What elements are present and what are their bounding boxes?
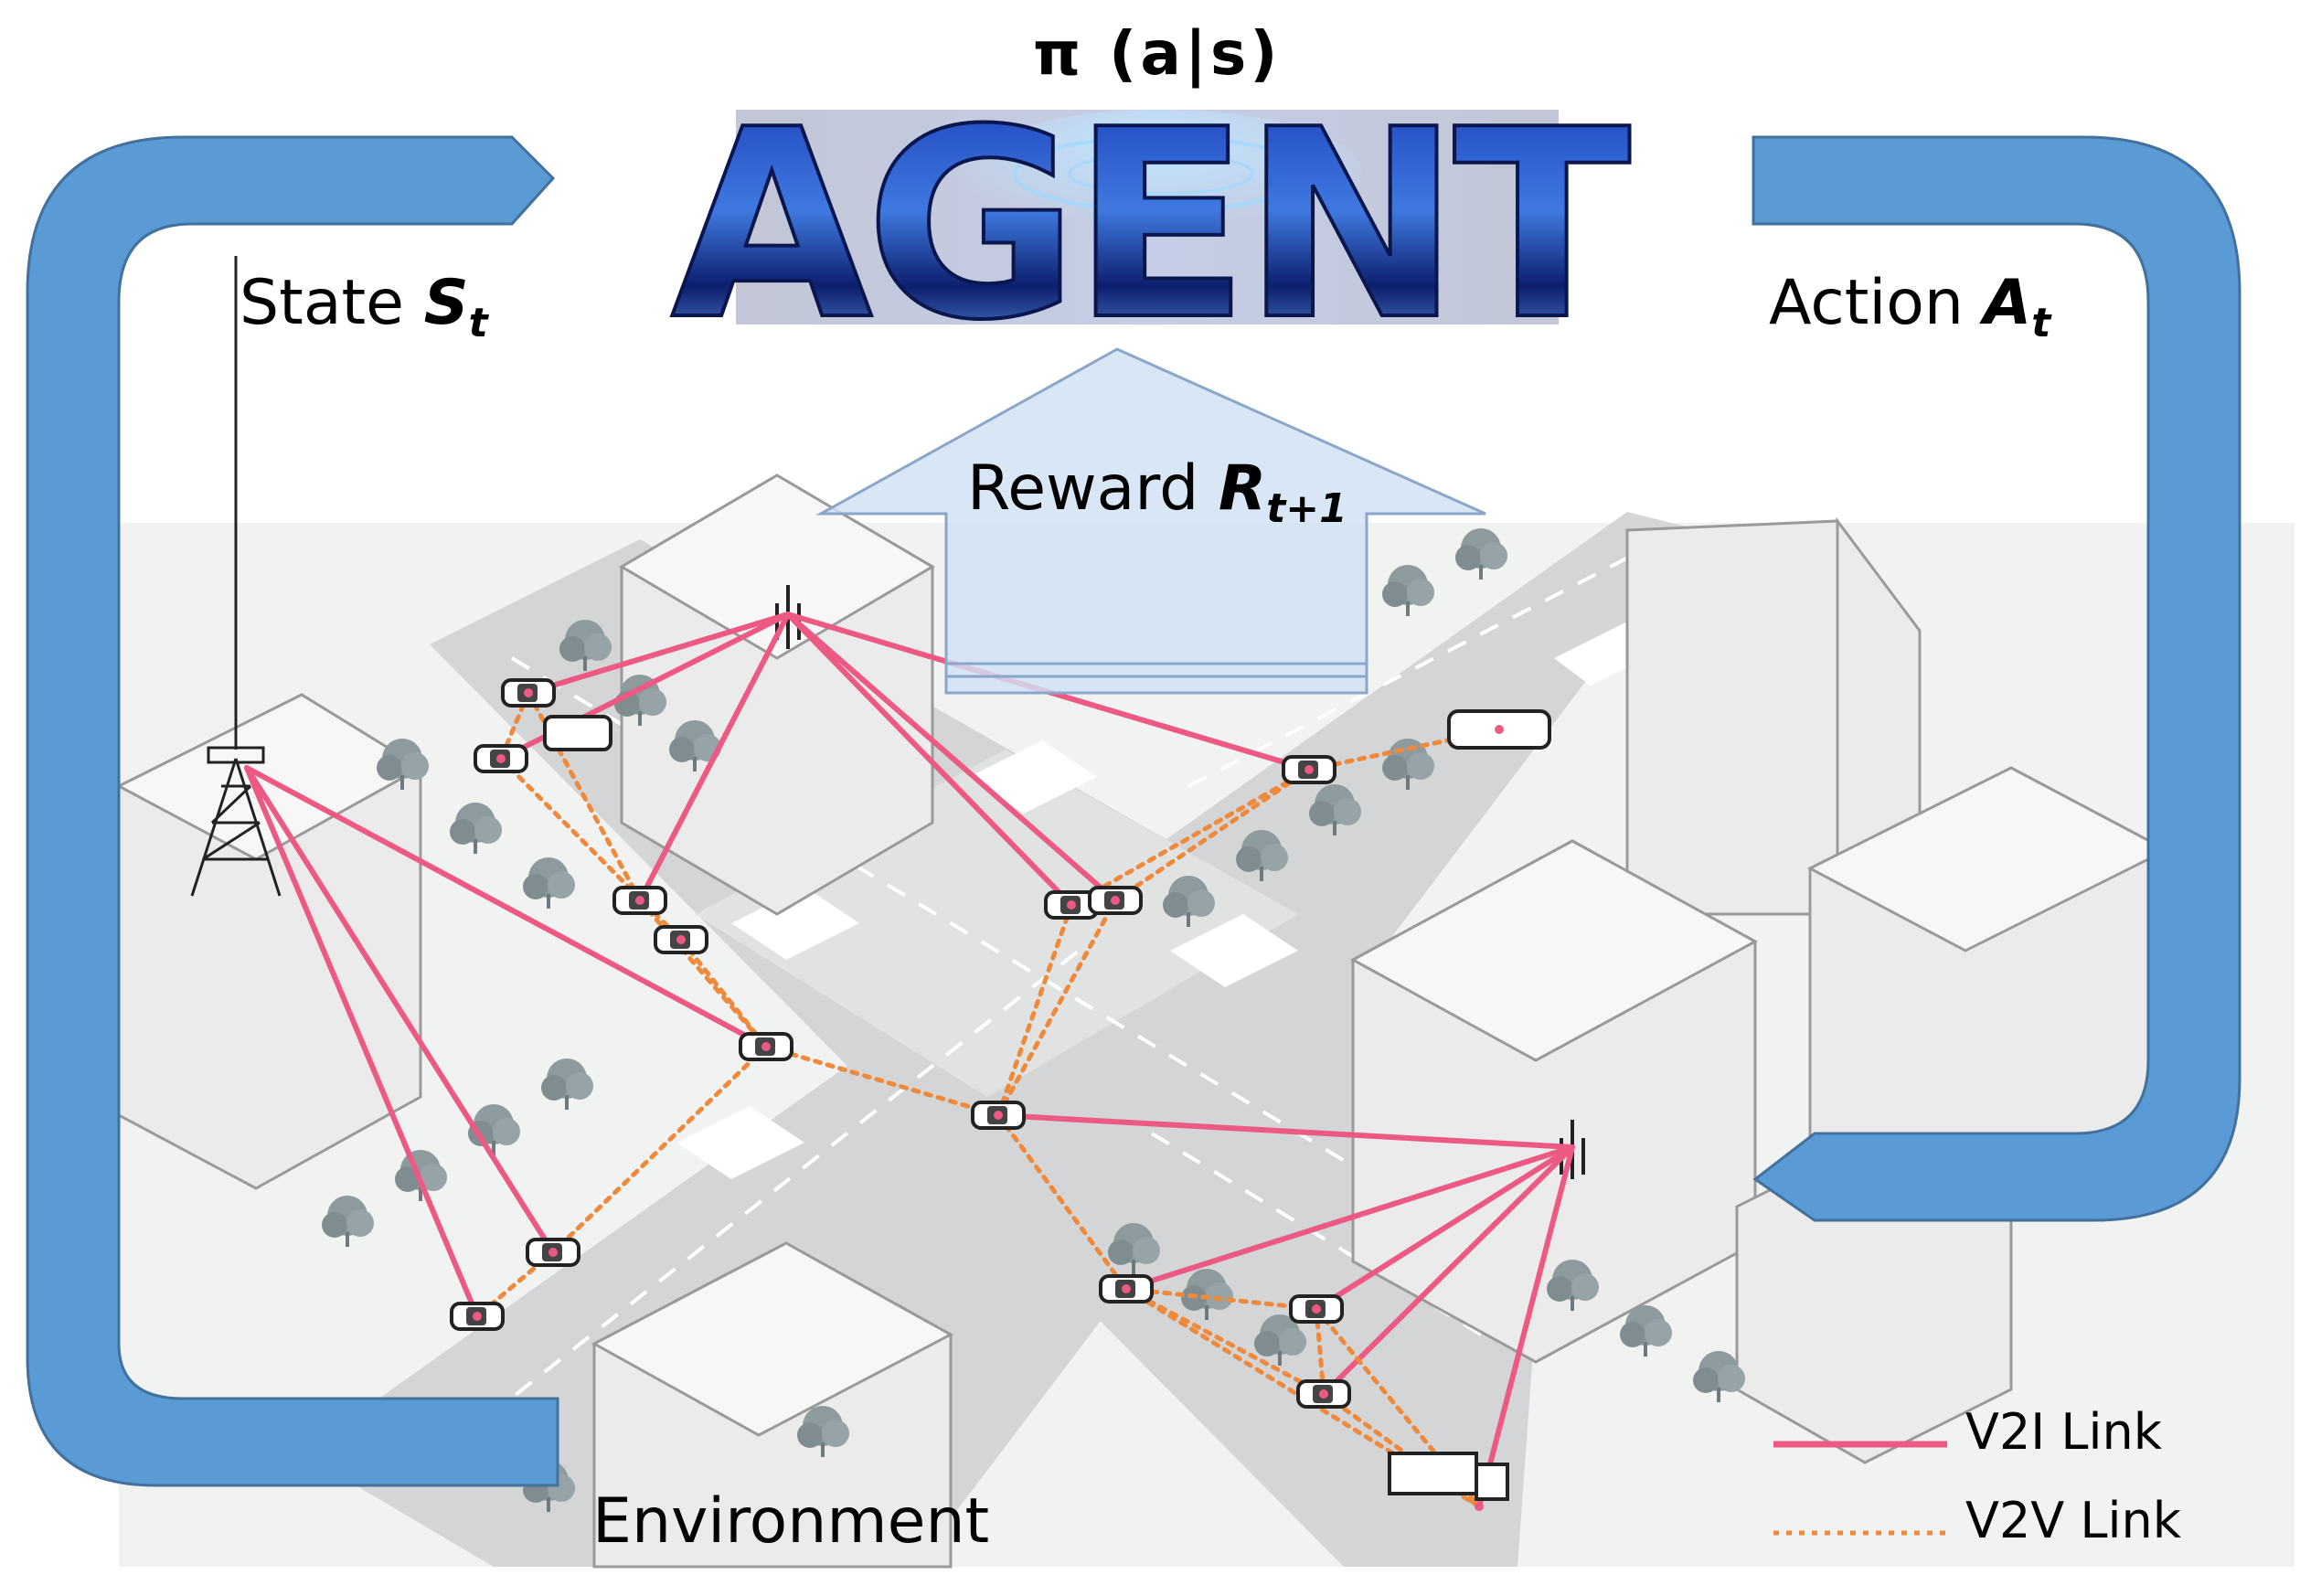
tower-icon [190, 256, 282, 897]
action-label: Action At [1769, 267, 2050, 346]
car-icon [1296, 1379, 1351, 1409]
car-icon [1282, 755, 1336, 784]
vehicles [450, 678, 1551, 1511]
policy-label: π (a|s) [1033, 18, 1282, 89]
agent-title: AGENT [671, 74, 1633, 378]
bus-icon [1447, 709, 1551, 750]
agent-banner: AGENT [669, 72, 1642, 379]
legend-v2v-label: V2V Link [1965, 1492, 2181, 1549]
car-icon [739, 1032, 793, 1061]
reward-symbol: R [1218, 452, 1267, 525]
car-icon [1289, 1294, 1344, 1324]
legend-v2i-label: V2I Link [1965, 1403, 2162, 1461]
reward-arrow [815, 347, 1486, 695]
reward-label: Reward Rt+1 [967, 452, 1347, 532]
car-icon [971, 1101, 1026, 1130]
reward-subscript: t+1 [1266, 485, 1347, 532]
state-feedback-arrow [26, 135, 559, 1487]
state-label: State St [240, 267, 488, 346]
car-icon [612, 886, 667, 915]
car-icon [526, 1238, 580, 1267]
car-icon [1088, 886, 1143, 915]
building [1625, 519, 1839, 916]
car-icon [1099, 1274, 1154, 1303]
action-symbol: A [1983, 267, 2032, 339]
environment-label: Environment [592, 1485, 990, 1558]
action-arrow [1752, 135, 2241, 1222]
state-text: State [240, 267, 424, 339]
bus-icon [543, 715, 612, 751]
car-icon [654, 925, 708, 954]
environment-scene [115, 256, 2295, 1569]
state-symbol: S [423, 267, 469, 339]
action-subscript: t [2031, 300, 2051, 346]
car-icon [501, 678, 556, 708]
reward-text: Reward [967, 452, 1219, 525]
truck-icon [1388, 1452, 1509, 1511]
action-text: Action [1769, 267, 1984, 339]
state-subscript: t [468, 300, 488, 346]
car-icon [450, 1302, 505, 1331]
car-icon [474, 744, 528, 773]
